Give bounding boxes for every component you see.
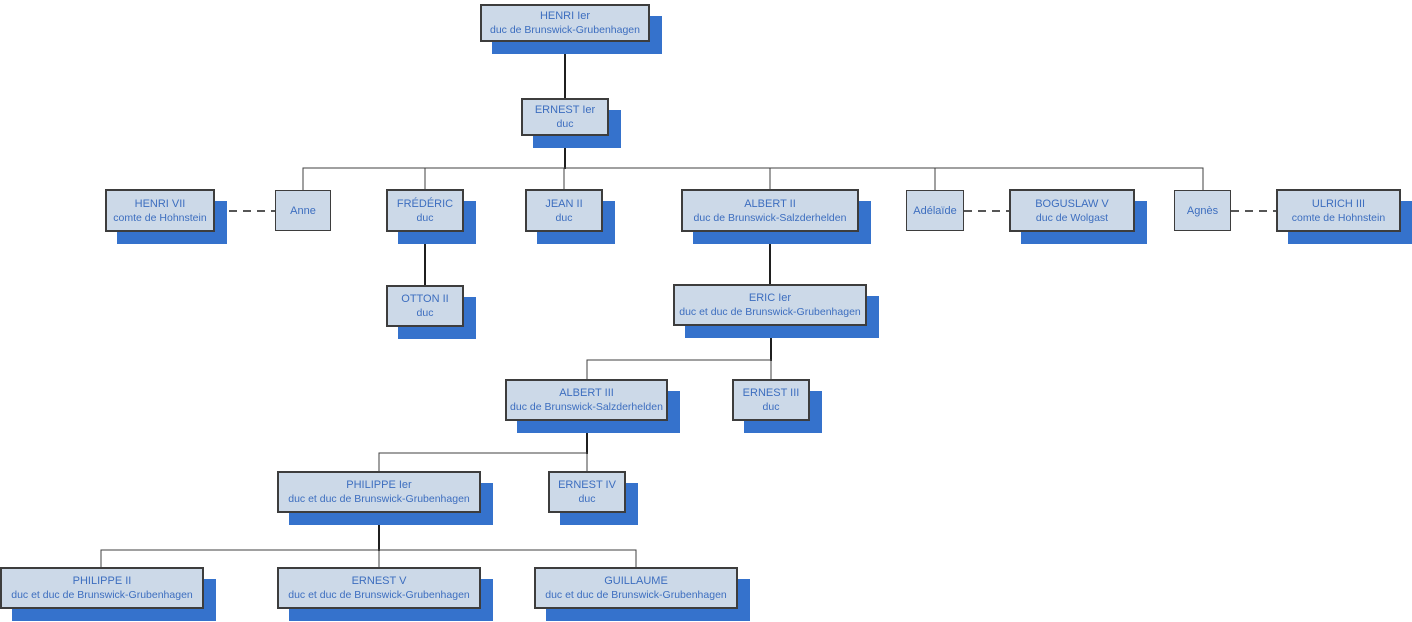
person-title: duc et duc de Brunswick-Grubenhagen — [679, 306, 861, 318]
person-name: ERIC Ier — [748, 292, 792, 304]
person-name: PHILIPPE Ier — [346, 479, 412, 491]
person-title: comte de Hohnstein — [113, 211, 207, 224]
person-title: duc — [555, 211, 573, 224]
person-title: duc — [578, 493, 596, 505]
person-name: Anne — [290, 204, 316, 217]
person-name: ALBERT III — [559, 387, 614, 399]
node-philippe-ii: PHILIPPE II duc et duc de Brunswick-Grub… — [0, 567, 204, 609]
person-title: duc de Brunswick-Salzderhelden — [693, 211, 847, 224]
person-name: BOGUSLAW V — [1035, 197, 1109, 210]
node-agnes: Agnès — [1174, 190, 1231, 231]
person-name: OTTON II — [401, 293, 449, 305]
node-ernest-ier: ERNEST Ier duc — [521, 98, 609, 136]
person-title: duc de Brunswick-Salzderhelden — [510, 401, 663, 413]
person-name: GUILLAUME — [604, 575, 668, 587]
node-guillaume: GUILLAUME duc et duc de Brunswick-Gruben… — [534, 567, 738, 609]
node-henri-vii: HENRI VII comte de Hohnstein — [105, 189, 215, 232]
node-adelaide: Adélaïde — [906, 190, 964, 231]
person-title: duc de Wolgast — [1035, 211, 1109, 224]
person-name: ERNEST III — [742, 387, 800, 399]
person-title: duc — [762, 401, 780, 413]
person-name: ERNEST IV — [558, 479, 616, 491]
node-ernest-v: ERNEST V duc et duc de Brunswick-Grubenh… — [277, 567, 481, 609]
person-name: ULRICH III — [1311, 197, 1366, 210]
person-title: duc et duc de Brunswick-Grubenhagen — [288, 493, 470, 505]
node-eric-ier: ERIC Ier duc et duc de Brunswick-Grubenh… — [673, 284, 867, 326]
person-name: FRÉDÉRIC — [396, 197, 454, 210]
node-ernest-iii: ERNEST III duc — [732, 379, 810, 421]
person-name: Agnès — [1186, 204, 1219, 217]
stem-lines — [378, 42, 772, 551]
bus-lines — [100, 167, 1204, 567]
person-name: HENRI VII — [134, 197, 186, 210]
node-albert-ii: ALBERT II duc de Brunswick-Salzderhelden — [681, 189, 859, 232]
node-boguslaw-v: BOGUSLAW V duc de Wolgast — [1009, 189, 1135, 232]
person-name: ERNEST Ier — [534, 104, 596, 116]
person-title: duc — [416, 211, 434, 224]
person-title: duc et duc de Brunswick-Grubenhagen — [288, 589, 470, 601]
person-title: duc et duc de Brunswick-Grubenhagen — [545, 589, 727, 601]
person-title: comte de Hohnstein — [1291, 211, 1386, 224]
node-albert-iii: ALBERT III duc de Brunswick-Salzderhelde… — [505, 379, 668, 421]
node-henri-ier: HENRI Ier duc de Brunswick-Grubenhagen — [480, 4, 650, 42]
person-title: duc de Brunswick-Grubenhagen — [489, 24, 640, 36]
person-name: HENRI Ier — [539, 10, 591, 22]
person-name: JEAN II — [545, 197, 583, 210]
person-name: Adélaïde — [913, 204, 957, 217]
node-ernest-iv: ERNEST IV duc — [548, 471, 626, 513]
person-title: duc — [416, 307, 434, 319]
person-title: duc — [556, 118, 574, 130]
person-name: PHILIPPE II — [72, 575, 132, 587]
node-jean-ii: JEAN II duc — [525, 189, 603, 232]
node-anne: Anne — [275, 190, 331, 231]
node-philippe-ier: PHILIPPE Ier duc et duc de Brunswick-Gru… — [277, 471, 481, 513]
person-name: ERNEST V — [351, 575, 407, 587]
node-frederic: FRÉDÉRIC duc — [386, 189, 464, 232]
node-ulrich-iii: ULRICH III comte de Hohnstein — [1276, 189, 1401, 232]
person-title: duc et duc de Brunswick-Grubenhagen — [11, 589, 193, 601]
node-otton-ii: OTTON II duc — [386, 285, 464, 327]
person-name: ALBERT II — [744, 197, 796, 210]
